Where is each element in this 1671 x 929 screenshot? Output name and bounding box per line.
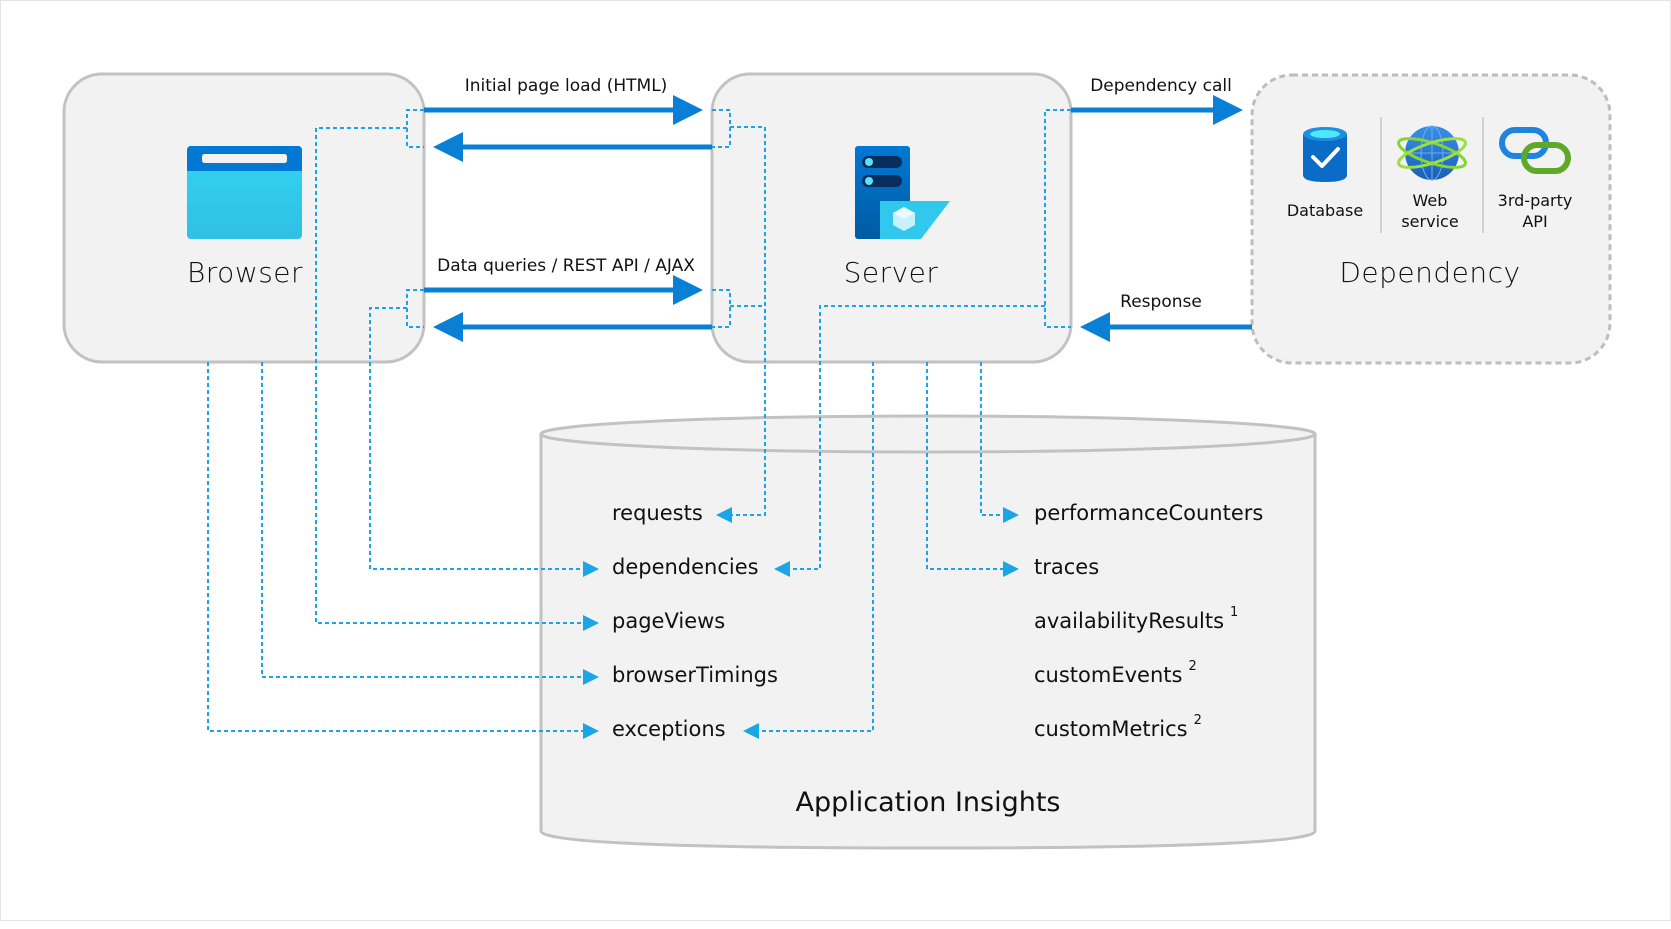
dependency-call-label: Dependency call	[1090, 76, 1232, 96]
browsertimings-connector	[261, 362, 599, 685]
web-service-label: Web service	[1401, 190, 1458, 232]
traces-connector	[926, 362, 1019, 577]
server-loop-1	[712, 109, 731, 148]
third-party-api-icon	[1499, 127, 1571, 174]
table-requests: requests	[612, 501, 703, 525]
app-insights-cylinder	[539, 414, 1317, 850]
table-pageviews: pageViews	[612, 609, 726, 633]
requests-connector	[716, 126, 766, 523]
web-service-label-line2: service	[1401, 212, 1459, 231]
data-queries-label: Data queries / REST API / AJAX	[437, 256, 695, 276]
database-icon	[1303, 127, 1347, 182]
table-dependencies: dependencies	[612, 555, 759, 579]
table-browsertimings: browserTimings	[612, 663, 778, 687]
footnote-marker: 2	[1188, 659, 1197, 674]
database-label: Database	[1286, 201, 1364, 220]
server-icon	[855, 146, 950, 239]
performance-counters-connector	[980, 362, 1019, 523]
table-exceptions: exceptions	[612, 717, 726, 741]
response-label: Response	[1120, 292, 1202, 312]
third-party-api-label-line1: 3rd-party	[1497, 191, 1573, 210]
web-service-icon	[1397, 125, 1467, 181]
third-party-api-label: 3rd-party API	[1498, 190, 1573, 232]
app-insights-title: Application Insights	[795, 787, 1061, 818]
server-loop-2	[712, 289, 731, 328]
browser-icon	[187, 146, 302, 239]
browser-title: Browser	[186, 256, 304, 289]
server-dependencies-connector	[774, 305, 1045, 577]
web-service-label-line1: Web	[1412, 191, 1448, 210]
table-traces: traces	[1034, 555, 1100, 579]
server-title: Server	[843, 256, 939, 289]
server-dependency-loop	[1044, 109, 1071, 328]
footnote-marker: 1	[1230, 605, 1239, 620]
third-party-api-label-line2: API	[1522, 212, 1548, 231]
pageviews-connector	[315, 127, 599, 631]
footnote-marker: 2	[1193, 713, 1202, 728]
table-performancecounters: performanceCounters	[1034, 501, 1264, 525]
browser-exceptions-connector	[207, 362, 599, 739]
initial-page-load-label: Initial page load (HTML)	[464, 76, 668, 96]
dependency-title: Dependency	[1339, 256, 1521, 289]
server-exceptions-connector	[743, 362, 874, 739]
